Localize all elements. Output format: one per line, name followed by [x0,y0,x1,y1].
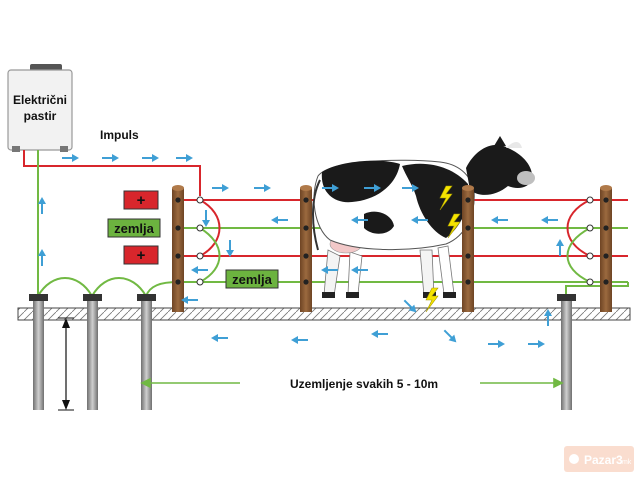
energizer-label-line1: Električni [13,93,67,107]
energizer-label-line2: pastir [24,109,57,123]
grounding-label: Uzemljenje svakih 5 - 10m [290,377,438,391]
flow-arrow-icon [62,154,79,162]
flow-arrow-icon [351,216,368,224]
flow-arrow-icon [212,184,229,192]
right-ground-link [565,282,629,296]
flow-arrow-icon [351,266,368,274]
ground-surface [17,307,631,321]
flow-arrow-icon [364,184,381,192]
flow-arrow-icon [142,154,159,162]
flow-arrow-icon [271,216,288,224]
flow-arrow-icon [291,336,308,344]
spark-icon [425,185,461,313]
fence-post-1 [172,185,184,312]
current-flow-arrows [38,154,564,348]
flow-arrow-icon [411,216,428,224]
flow-arrow-icon [402,184,419,192]
flow-arrow-icon [321,266,338,274]
zemlja-box-bottom [225,269,279,289]
grounding-span-arrows [140,377,564,389]
left-live-jumper [199,199,221,257]
plus-box-top [123,190,159,210]
ground-rod-1 [29,294,48,410]
zemlja-box-top [107,218,161,238]
flow-arrow-icon [254,184,271,192]
flow-arrow-icon [211,334,228,342]
flow-arrow-icon [443,329,457,343]
flow-arrow-icon [38,249,46,266]
flow-arrow-icon [491,216,508,224]
zemlja-label-bottom: zemlja [232,272,273,287]
plus-label-bottom: + [137,247,146,264]
impuls-label: Impuls [100,128,139,142]
right-earth-jumper [566,227,591,283]
flow-arrow-icon [181,296,198,304]
flow-arrow-icon [544,309,552,326]
fence-post-2 [300,185,312,312]
flow-arrow-icon [102,154,119,162]
flow-arrow-icon [322,184,339,192]
ground-link-1 [37,277,93,297]
flow-arrow-icon [371,330,388,338]
plus-label-top: + [137,192,146,209]
fence-post-4 [600,185,612,312]
fence-post-3 [462,185,474,312]
watermark-suffix: .mk [620,459,632,466]
ground-rod-4 [557,294,576,410]
wire-connectors [196,196,594,286]
left-earth-jumper [199,227,221,283]
flow-arrow-icon [528,340,545,348]
flow-arrow-icon [202,210,210,227]
watermark-text: Pazar3 [584,453,623,467]
watermark-logo: Pazar3 .mk [564,446,634,472]
flow-arrow-icon [226,240,234,257]
ground-rod-2 [83,294,102,410]
right-live-jumper [566,199,591,257]
cow-illustration [312,136,535,298]
zemlja-label-top: zemlja [114,221,155,236]
flow-arrow-icon [191,266,208,274]
flow-arrow-icon [488,340,505,348]
ground-link-2 [91,277,147,297]
flow-arrow-icon [541,216,558,224]
plus-box-bottom [123,245,159,265]
flow-arrow-icon [176,154,193,162]
wire-insulators [175,197,609,285]
ground-rod-3 [137,294,156,410]
flow-arrow-icon [403,299,417,313]
depth-dimension [58,317,74,411]
live-feed-wire [23,150,201,196]
flow-arrow-icon [38,197,46,214]
energizer-unit: Električni pastir [7,64,73,152]
flow-arrow-icon [556,239,564,256]
